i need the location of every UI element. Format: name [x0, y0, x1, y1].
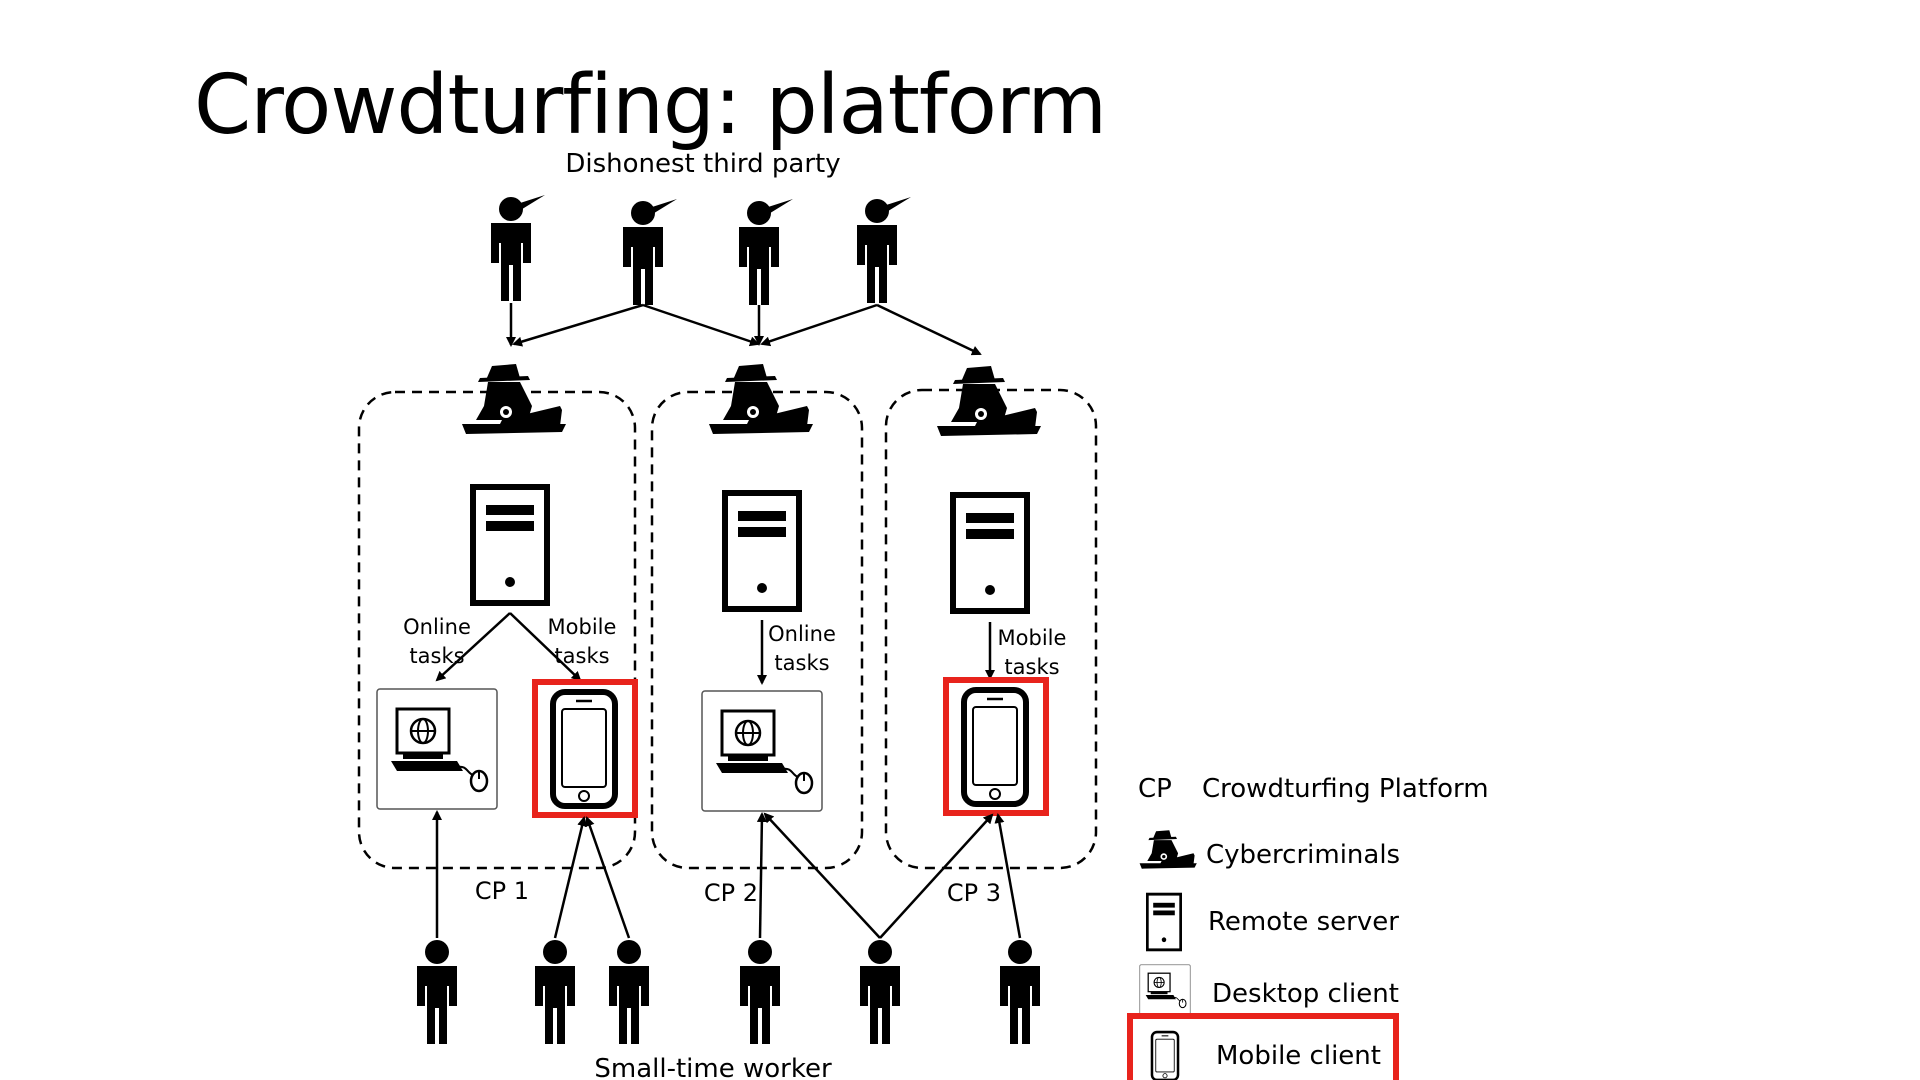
legend-hacker-icon [1139, 830, 1197, 869]
dishonest-third-party-label: Dishonest third party [565, 149, 840, 179]
slide-title: Crowdturfing: platform [194, 58, 1107, 153]
mobile-client-cp1 [553, 692, 615, 806]
cp2-online-label-2: tasks [774, 651, 829, 675]
mobile-client-cp1-highlight [532, 679, 638, 818]
cp1-label: CP 1 [475, 877, 529, 905]
cp1-online-label-1: Online [403, 615, 471, 639]
legend-phone-icon [1150, 1030, 1180, 1080]
task-arrows [435, 612, 995, 685]
legend-desktop-client-label: Desktop client [1212, 979, 1399, 1009]
cybercriminal-cp2 [709, 364, 813, 434]
dishonest-party-person-3 [739, 199, 793, 305]
worker-6 [1000, 940, 1040, 1044]
desktop-client-cp2 [700, 689, 824, 813]
cp1-mobile-label-2: tasks [554, 644, 609, 668]
legend: CP Crowdturfing Platform Cybercriminals … [1127, 774, 1489, 1080]
legend-mobile-client-label: Mobile client [1216, 1041, 1381, 1071]
worker-5 [860, 940, 900, 1044]
worker-3 [609, 940, 649, 1044]
legend-desktop-icon [1139, 964, 1191, 1016]
server-cp3 [953, 495, 1027, 611]
legend-cybercriminals-label: Cybercriminals [1206, 840, 1400, 870]
server-cp2 [725, 493, 799, 609]
legend-mobile-client-highlight [1127, 1013, 1399, 1080]
dishonest-party-person-2 [623, 199, 677, 305]
small-time-worker-label: Small-time worker [594, 1054, 832, 1080]
desktop-client-cp1 [375, 687, 499, 811]
cp3-mobile-label-2: tasks [1004, 655, 1059, 679]
legend-cp-label: Crowdturfing Platform [1202, 774, 1489, 804]
dishonest-party-person-4 [857, 197, 911, 303]
cybercriminal-cp3 [937, 366, 1041, 436]
dishonest-party-person-1 [491, 195, 545, 301]
worker-2 [535, 940, 575, 1044]
legend-remote-server-label: Remote server [1208, 907, 1399, 937]
cp2-label: CP 2 [704, 879, 758, 907]
third-party-arrows [506, 303, 982, 356]
server-cp1 [473, 487, 547, 603]
legend-server-icon [1145, 892, 1183, 952]
worker-4 [740, 940, 780, 1044]
cp1-mobile-label-1: Mobile [548, 615, 617, 639]
mobile-client-cp3-highlight [943, 677, 1049, 816]
legend-cp-key: CP [1138, 774, 1172, 804]
worker-arrows [432, 810, 1022, 939]
cybercriminal-cp1 [462, 364, 566, 434]
cp2-online-label-1: Online [768, 622, 836, 646]
mobile-client-cp3 [964, 690, 1026, 804]
cp3-label: CP 3 [947, 879, 1001, 907]
cp3-mobile-label-1: Mobile [998, 626, 1067, 650]
cp1-online-label-2: tasks [409, 644, 464, 668]
worker-1 [417, 940, 457, 1044]
